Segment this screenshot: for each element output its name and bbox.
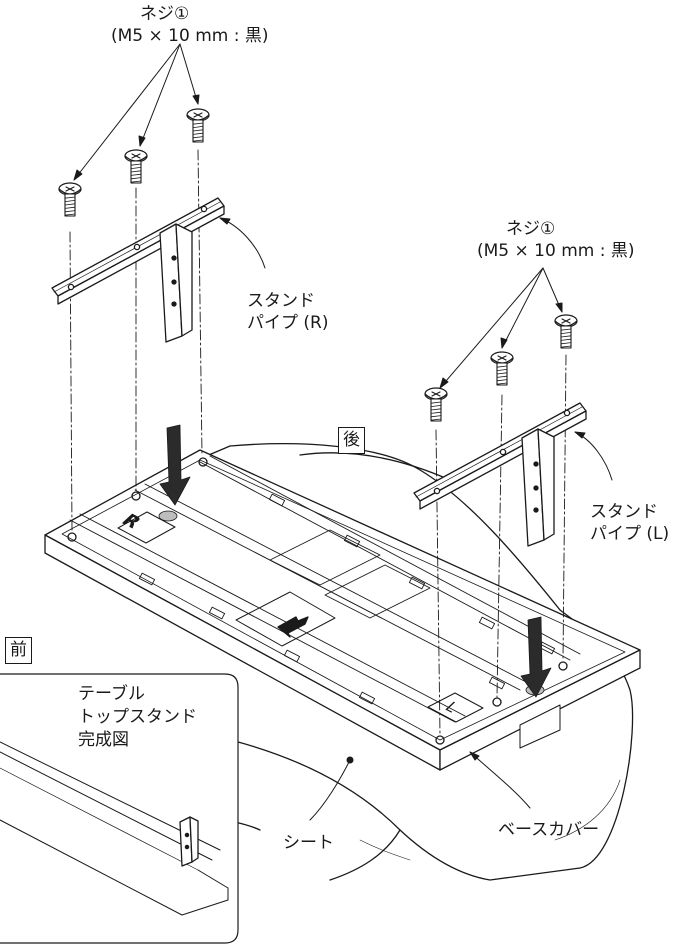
completed-view-title: テーブル トップスタンド 完成図 (78, 684, 197, 750)
down-arrow-icon (159, 424, 191, 506)
screw-label-right-line2: (M5 × 10 mm : 黒) (111, 26, 269, 46)
completed-view-inset (0, 673, 239, 944)
sheet-label: シート (283, 833, 334, 853)
screw-icon (424, 387, 448, 422)
stand-pipe-left-label-line2: パイプ (L) (590, 524, 670, 544)
screw-icon (490, 351, 514, 386)
stand-pipe-left-label-line1: スタンド (590, 502, 658, 522)
screw-icon (186, 108, 210, 143)
stand-pipe-left (413, 402, 587, 547)
back-marker: 後 (338, 427, 365, 454)
screw-icon (58, 182, 82, 217)
screw-label-right-line1: ネジ① (140, 4, 190, 24)
screw-group (58, 108, 578, 422)
stand-pipe-right-label-line1: スタンド (247, 291, 315, 311)
stand-pipe-right-label-line2: パイプ (R) (247, 313, 329, 333)
stand-pipe-right (51, 197, 225, 343)
screw-icon (124, 149, 148, 184)
screw-label-left-line2: (M5 × 10 mm : 黒) (477, 241, 635, 261)
front-marker: 前 (5, 637, 32, 664)
screw-icon (554, 314, 578, 349)
base-cover-label: ベースカバー (498, 820, 600, 840)
down-arrow-icon (520, 616, 552, 698)
screw-label-left-line1: ネジ① (506, 219, 556, 239)
base-cover (44, 449, 641, 771)
leader-lines (73, 43, 613, 821)
front-direction-arrow-icon (277, 616, 309, 638)
